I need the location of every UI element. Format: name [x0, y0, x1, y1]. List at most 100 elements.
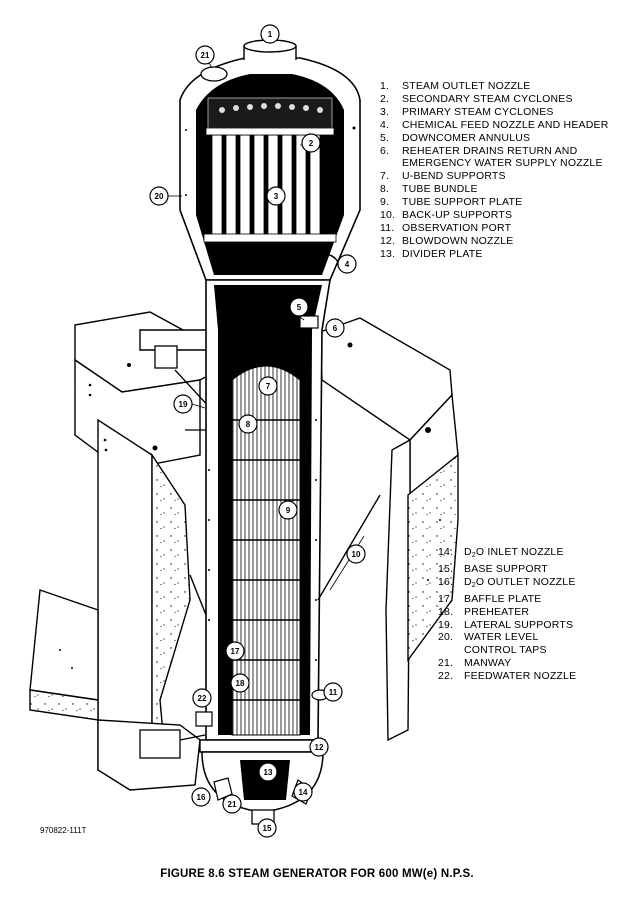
callout-14-text: 14	[299, 788, 308, 797]
callout-14: 14	[293, 782, 313, 802]
callout-10-text: 10	[352, 550, 361, 559]
callout-2: 2	[301, 133, 321, 153]
legend-label-sub: 2	[471, 581, 476, 589]
callout-5: 5	[289, 297, 309, 317]
manway	[200, 66, 228, 82]
legend-label: D2O INLET NOZZLE	[464, 546, 564, 563]
callout-21-bottom-text: 21	[228, 800, 237, 809]
callout-20: 20	[149, 186, 169, 206]
legend-num: 12.	[380, 234, 396, 247]
callout-21-top-text: 21	[201, 51, 210, 60]
legend-num: 10.	[380, 209, 396, 222]
callout-18: 18	[230, 673, 250, 693]
legend-item-22: 22. FEEDWATER NOZZLE	[438, 670, 576, 683]
left-wall-rubble	[151, 452, 191, 772]
callout-10: 10	[346, 544, 366, 564]
callout-2-text: 2	[309, 139, 314, 148]
concrete-vault	[29, 311, 459, 791]
legend-label: DIVIDER PLATE	[402, 247, 483, 260]
callout-7: 7	[258, 376, 278, 396]
legend-num: 15.	[438, 562, 454, 575]
callout-1-text: 1	[268, 30, 273, 39]
reheater-drains-nozzle	[299, 315, 319, 329]
callout-17: 17	[225, 641, 245, 661]
callout-19: 19	[173, 394, 193, 414]
backup-support-rod-left	[189, 574, 207, 616]
legend-item-16: 16. D2O OUTLET NOZZLE	[438, 576, 576, 593]
legend-item-20-continued: CONTROL TAPS	[464, 644, 547, 657]
legend-label: BASE SUPPORT	[464, 562, 548, 575]
legend-label: DOWNCOMER ANNULUS	[402, 131, 531, 144]
callout-21-top: 21	[195, 45, 215, 65]
drawing-number: 970822-111T	[40, 826, 87, 835]
callout-3: 3	[266, 186, 286, 206]
right-wall	[385, 438, 411, 742]
cyclone-deck-top	[205, 127, 335, 136]
legend-label: TUBE BUNDLE	[402, 183, 478, 196]
callout-11: 11	[323, 682, 343, 702]
legend-label: LATERAL SUPPORTS	[464, 618, 574, 631]
legend-num: 11.	[380, 221, 395, 234]
legend-label: U-BEND SUPPORTS	[402, 170, 506, 183]
legend-item-2: 2.SECONDARY STEAM CYCLONES	[380, 93, 609, 106]
callout-15-text: 15	[263, 824, 272, 833]
right-wall-rubble	[407, 453, 459, 663]
legend-item-6: 6.REHEATER DRAINS RETURN AND	[380, 145, 609, 158]
legend-item-17: 17.BAFFLE PLATE	[438, 593, 576, 606]
legend-label: D2O OUTLET NOZZLE	[464, 576, 576, 593]
legend-item-12: 12. BLOWDOWN NOZZLE	[380, 235, 609, 248]
legend-item-3: 3.PRIMARY STEAM CYCLONES	[380, 106, 609, 119]
legend-num: 9.	[380, 196, 390, 209]
legend-label-post: O OUTLET NOZZLE	[475, 575, 576, 588]
legend-num: 5.	[380, 131, 390, 144]
feedwater-nozzle	[195, 711, 213, 727]
legend-label: PREHEATER	[464, 605, 530, 618]
steam-drum	[179, 39, 361, 281]
left-floor	[29, 589, 99, 701]
figure-caption: FIGURE 8.6 STEAM GENERATOR FOR 600 MW(e)…	[160, 868, 474, 880]
legend-label: CHEMICAL FEED NOZZLE AND HEADER	[402, 118, 609, 131]
legend-label: FEEDWATER NOZZLE	[464, 670, 577, 683]
callout-4-text: 4	[345, 260, 350, 269]
legend-item-8: 8.TUBE BUNDLE	[380, 183, 609, 196]
legend-label: STEAM OUTLET NOZZLE	[402, 80, 531, 92]
callout-9-text: 9	[286, 506, 291, 515]
callout-12: 12	[309, 737, 329, 757]
secondary-cyclones	[207, 97, 333, 129]
concrete-speckles	[59, 342, 441, 669]
tube-bundle	[231, 365, 301, 736]
legend-item-10: 10. BACK-UP SUPPORTS	[380, 209, 609, 222]
callout-17-text: 17	[231, 647, 240, 656]
legend-num: 22.	[438, 670, 454, 683]
legend-num: 20.	[438, 631, 454, 644]
legend-label-pre: D	[464, 575, 472, 588]
legend-num: 6.	[380, 144, 390, 157]
legend-label-pre: D	[464, 546, 472, 558]
tubesheet	[199, 739, 326, 753]
legend-label: BACK-UP SUPPORTS	[402, 209, 513, 222]
legend-num: 16.	[438, 575, 454, 588]
chemical-feed-nozzle	[317, 254, 339, 263]
legend-item-21: 21.MANWAY	[438, 657, 576, 670]
callout-1: 1	[260, 24, 280, 44]
callout-18-text: 18	[236, 679, 245, 688]
legend-num: 4.	[380, 118, 390, 131]
legend-label: TUBE SUPPORT PLATE	[402, 196, 523, 209]
legend-label: OBSERVATION PORT	[402, 221, 512, 234]
callout-9: 9	[278, 500, 298, 520]
lower-shell	[189, 279, 381, 741]
legend-label-post: O INLET NOZZLE	[475, 546, 564, 558]
callout-15: 15	[257, 818, 277, 838]
legend-item-6-continued: EMERGENCY WATER SUPPLY NOZZLE	[402, 157, 603, 170]
legend-item-11: 11. OBSERVATION PORT	[380, 222, 609, 235]
callout-6: 6	[325, 318, 345, 338]
legend-label: BLOWDOWN NOZZLE	[402, 234, 514, 247]
legend-label: WATER LEVEL	[464, 631, 539, 644]
callout-4: 4	[337, 254, 357, 274]
legend-top: 1.STEAM OUTLET NOZZLE 2.SECONDARY STEAM …	[380, 80, 609, 261]
legend-item-20: 20. WATER LEVEL	[438, 631, 576, 644]
legend-label: SECONDARY STEAM CYCLONES	[402, 92, 573, 105]
legend-bottom: 14.D2O INLET NOZZLE 15.BASE SUPPORT 16.D…	[438, 546, 576, 683]
callout-19-text: 19	[179, 400, 188, 409]
callout-6-text: 6	[333, 324, 338, 333]
